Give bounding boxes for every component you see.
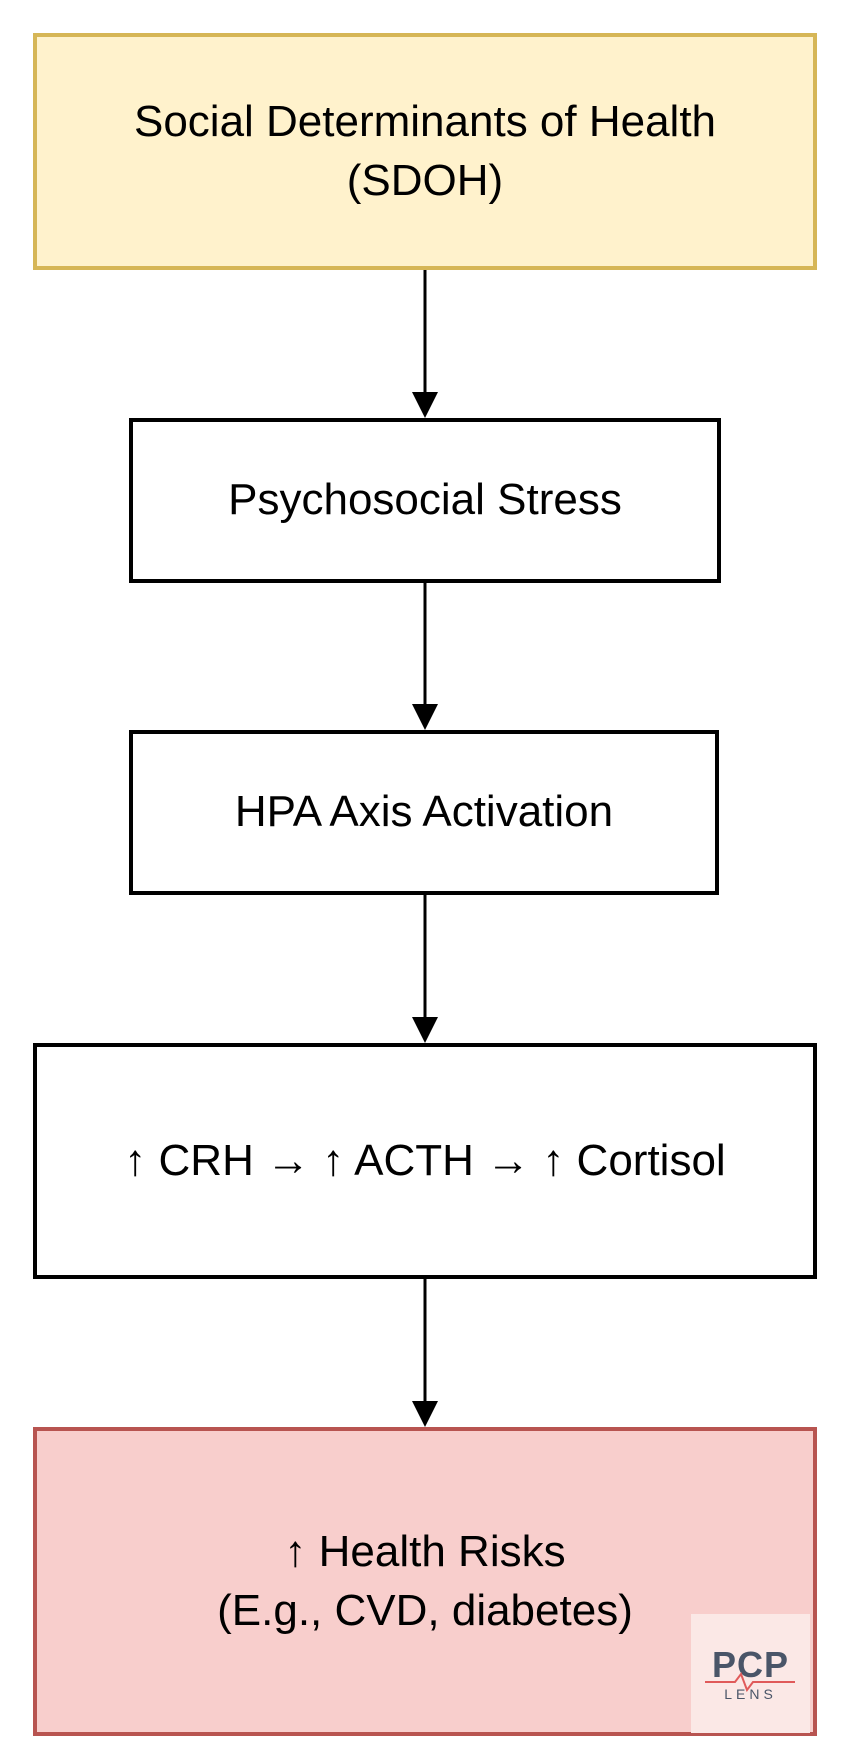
node-health-risks-line-1: ↑ Health Risks bbox=[284, 1527, 566, 1577]
edge-hpa-to-hormones bbox=[412, 895, 438, 1043]
node-health-risks-line-2: (E.g., CVD, diabetes) bbox=[217, 1585, 633, 1635]
edge-sdoh-to-stress bbox=[412, 270, 438, 418]
edge-hormones-to-risks bbox=[412, 1279, 438, 1427]
node-health-risks: ↑ Health Risks (E.g., CVD, diabetes) bbox=[33, 1427, 817, 1736]
node-hpa-axis-activation-label: HPA Axis Activation bbox=[234, 787, 614, 837]
pcp-lens-logo: PCP LENS bbox=[691, 1614, 810, 1733]
node-psychosocial-stress-label: Psychosocial Stress bbox=[228, 475, 622, 525]
node-hpa-axis-activation: HPA Axis Activation bbox=[129, 730, 719, 895]
pulse-icon bbox=[705, 1671, 795, 1692]
node-hormone-cascade: ↑ CRH → ↑ ACTH → ↑ Cortisol bbox=[33, 1043, 817, 1279]
node-sdoh: Social Determinants of Health (SDOH) bbox=[33, 33, 817, 270]
node-sdoh-line-2: (SDOH) bbox=[346, 155, 504, 205]
logo-main-text: PCP bbox=[711, 1643, 790, 1685]
logo-sub-text: LENS bbox=[724, 1685, 777, 1702]
edge-stress-to-hpa bbox=[412, 583, 438, 730]
node-hormone-cascade-label: ↑ CRH → ↑ ACTH → ↑ Cortisol bbox=[124, 1135, 726, 1185]
node-psychosocial-stress: Psychosocial Stress bbox=[129, 418, 721, 583]
node-sdoh-line-1: Social Determinants of Health bbox=[133, 97, 717, 147]
